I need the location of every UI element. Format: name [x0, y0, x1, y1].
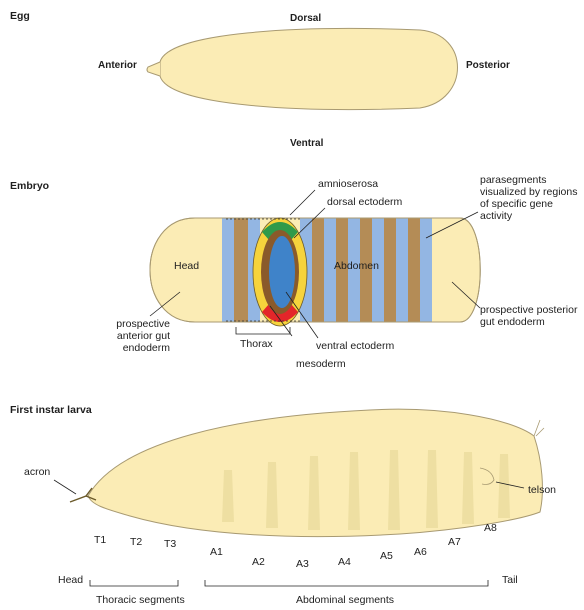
dorsal-ectoderm-label: dorsal ectoderm — [327, 196, 402, 208]
ventral-ectoderm-label: ventral ectoderm — [316, 340, 394, 352]
segment-label: A2 — [252, 556, 265, 568]
parasegment-band — [420, 210, 432, 330]
parasegment-band — [384, 210, 396, 330]
thoracic-segments-label: Thoracic segments — [96, 594, 185, 606]
mesoderm-label: mesoderm — [296, 358, 346, 370]
parasegment-band — [408, 210, 420, 330]
larva-title: First instar larva — [10, 404, 92, 416]
segment-label: A3 — [296, 558, 309, 570]
anterior-gut-label: prospective anterior gut endoderm — [96, 318, 170, 354]
abdomen-label: Abdomen — [334, 260, 379, 272]
posterior-gut-label: prospective posterior gut endoderm — [480, 304, 582, 328]
larva-head-label: Head — [58, 574, 83, 586]
parasegment-band — [222, 210, 234, 330]
segment-label: A1 — [210, 546, 223, 558]
embryo-shape — [150, 210, 480, 330]
segment-label: A5 — [380, 550, 393, 562]
segment-label: T1 — [94, 534, 106, 546]
ventral-label: Ventral — [290, 138, 323, 150]
head-label: Head — [174, 260, 199, 272]
larva-shape — [70, 409, 544, 536]
telson-label: telson — [528, 484, 556, 496]
segment-label: A6 — [414, 546, 427, 558]
segment-label: T3 — [164, 538, 176, 550]
cross-section — [253, 218, 307, 326]
egg-shape — [147, 29, 458, 110]
embryo-title: Embryo — [10, 180, 49, 192]
abdominal-segments-label: Abdominal segments — [296, 594, 394, 606]
segment-label: A7 — [448, 536, 461, 548]
segment-label: A8 — [484, 522, 497, 534]
anterior-label: Anterior — [98, 60, 137, 72]
parasegment-band — [234, 210, 248, 330]
amnioserosa-label: amnioserosa — [318, 178, 378, 190]
segment-label: T2 — [130, 536, 142, 548]
segment-brackets — [90, 580, 488, 586]
egg-title: Egg — [10, 10, 30, 22]
dorsal-label: Dorsal — [290, 13, 321, 25]
segment-label: A4 — [338, 556, 351, 568]
parasegments-label: parasegments visualized by regions of sp… — [480, 174, 584, 222]
larva-tail-label: Tail — [502, 574, 518, 586]
acron-label: acron — [24, 466, 50, 478]
posterior-label: Posterior — [466, 60, 510, 72]
thorax-label: Thorax — [240, 338, 273, 350]
parasegment-band — [396, 210, 408, 330]
parasegment-band — [312, 210, 324, 330]
